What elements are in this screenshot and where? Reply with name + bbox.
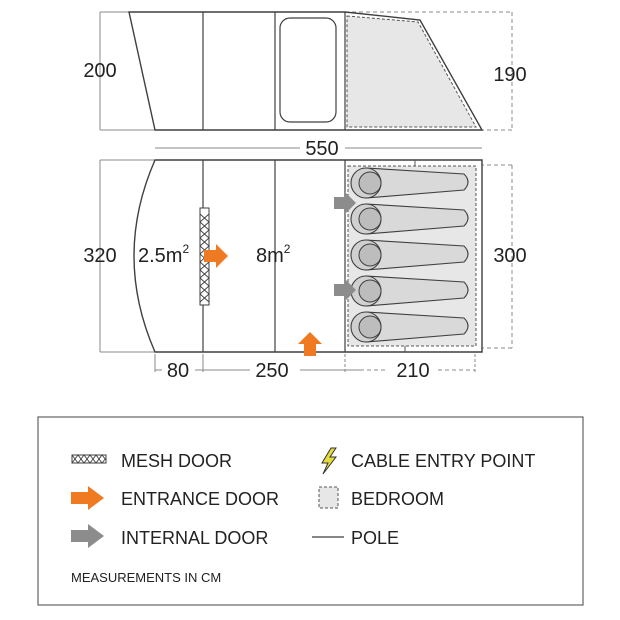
internal-door-arrow-icon xyxy=(334,279,356,301)
entrance-door-arrow-icon xyxy=(298,332,322,356)
legend-pole-label: POLE xyxy=(351,528,399,548)
floor-width-right-label: 300 xyxy=(493,245,526,267)
sleeping-bag-icon xyxy=(350,275,469,307)
cable-entry-lightning-icon xyxy=(321,447,338,475)
entrance-door-legend-icon xyxy=(71,486,104,510)
porch-area-label: 2.5m2 xyxy=(138,242,189,267)
sleeping-bags xyxy=(350,167,469,343)
section-label-bedroom: 210 xyxy=(396,360,429,382)
legend-internal-door-label: INTERNAL DOOR xyxy=(121,528,268,548)
mesh-door-icon xyxy=(71,454,107,464)
internal-door-legend-icon xyxy=(71,524,104,548)
section-dimensions: 80 250 210 xyxy=(154,354,476,382)
length-label: 550 xyxy=(305,138,338,160)
sleeping-bag-icon xyxy=(350,311,469,343)
living-area-label: 8m2 xyxy=(256,242,291,267)
side-view-dimension-lines xyxy=(99,11,513,131)
side-height-right-label: 190 xyxy=(493,64,526,86)
sleeping-bag-icon xyxy=(350,167,469,199)
measurements-note: MEASUREMENTS IN CM xyxy=(71,570,221,585)
internal-door-arrow-icon xyxy=(334,192,356,214)
sleeping-bag-icon xyxy=(350,239,469,271)
section-dim-lines xyxy=(154,354,476,372)
legend: MESH DOOR ENTRANCE DOOR INTERNAL DOOR CA… xyxy=(37,416,584,606)
legend-entrance-door-label: ENTRANCE DOOR xyxy=(121,489,279,509)
floor-dimension-lines xyxy=(99,159,513,353)
length-dimension: 550 xyxy=(155,138,482,160)
side-view-poles xyxy=(202,12,346,130)
side-view: 200 190 xyxy=(83,11,527,131)
bedroom-legend-icon xyxy=(318,486,339,509)
sleeping-bag-icon xyxy=(350,203,469,235)
legend-box xyxy=(37,416,584,606)
legend-bedroom-label: BEDROOM xyxy=(351,489,444,509)
legend-cable-entry-label: CABLE ENTRY POINT xyxy=(351,451,535,471)
internal-door-arrows xyxy=(334,192,356,301)
floor-width-left-label: 320 xyxy=(83,245,116,267)
legend-mesh-door-label: MESH DOOR xyxy=(121,451,232,471)
section-label-porch: 80 xyxy=(167,360,189,382)
floor-plan: 2.5m2 8m2 320 300 xyxy=(83,159,527,356)
side-door-window xyxy=(279,17,337,123)
entrance-door-arrow-icon xyxy=(204,244,228,268)
side-height-left-label: 200 xyxy=(83,60,116,82)
section-label-living: 250 xyxy=(255,360,288,382)
side-bedroom-area xyxy=(346,15,477,128)
